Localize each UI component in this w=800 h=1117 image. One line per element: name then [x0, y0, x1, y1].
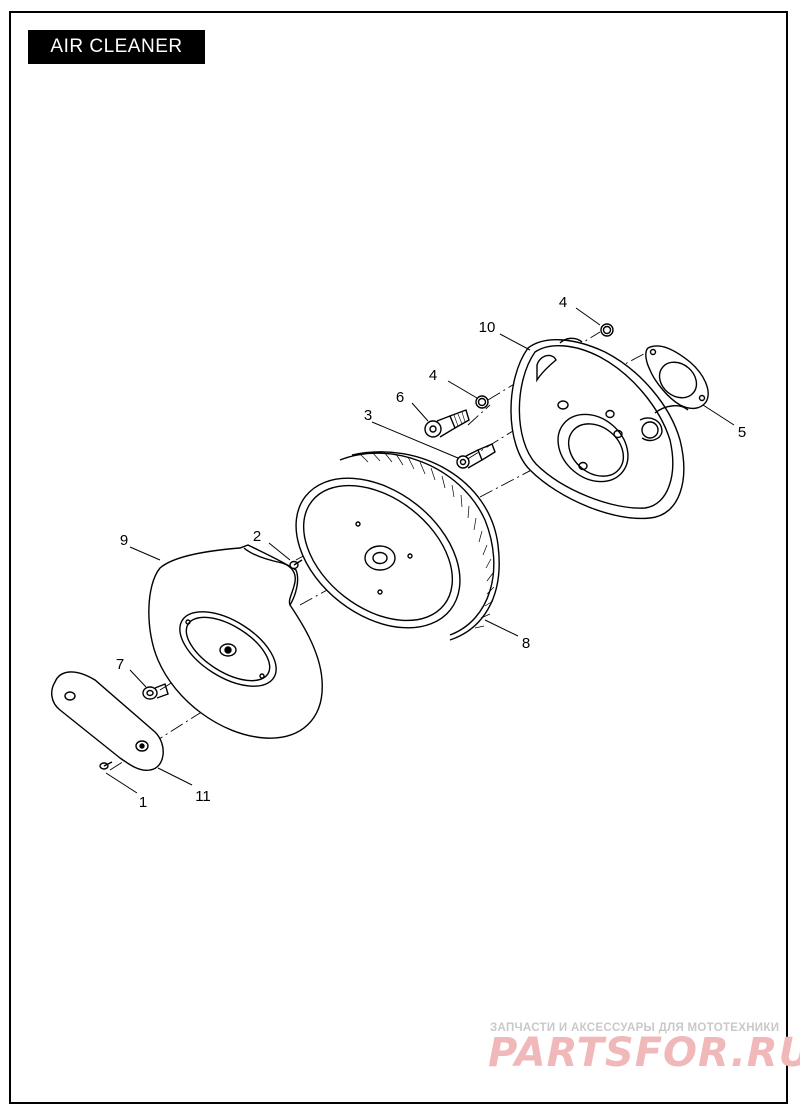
watermark-tagline: ЗАПЧАСТИ И АКСЕССУАРЫ ДЛЯ МОТОТЕХНИКИ — [490, 1022, 780, 1034]
callout-4-lower: 4 — [429, 367, 437, 384]
part-8-filter-element — [295, 451, 500, 641]
part-2-screw — [289, 559, 303, 570]
part-11-cover-plate — [51, 671, 164, 772]
callout-labels: 1 11 2 3 4 4 5 6 7 8 9 10 — [116, 294, 746, 811]
callout-4-upper: 4 — [559, 294, 567, 311]
part-4-o-ring-lower — [475, 395, 489, 409]
watermark-brand: PARTSFOR.RU — [488, 1030, 800, 1076]
callout-9: 9 — [120, 532, 128, 549]
callout-3: 3 — [364, 407, 372, 424]
part-10-backplate — [510, 337, 689, 520]
callout-8: 8 — [522, 635, 530, 652]
part-4-o-ring-upper — [600, 323, 614, 337]
leader-lines — [105, 307, 735, 794]
part-7-nut — [142, 683, 169, 700]
callout-6: 6 — [396, 389, 404, 406]
part-5-gasket — [645, 345, 709, 410]
callout-11: 11 — [195, 788, 211, 805]
callout-10: 10 — [479, 319, 496, 336]
callout-5: 5 — [738, 424, 746, 441]
callout-2: 2 — [253, 528, 261, 545]
callout-7: 7 — [116, 656, 124, 673]
diagram-frame — [9, 11, 788, 1104]
callout-1: 1 — [139, 794, 147, 811]
part-3-breather-bolt — [456, 443, 496, 469]
part-6-bolt — [424, 409, 470, 438]
part-9-outer-cover — [148, 544, 323, 739]
page-title: AIR CLEANER — [28, 30, 205, 64]
part-1-screw — [99, 761, 113, 770]
